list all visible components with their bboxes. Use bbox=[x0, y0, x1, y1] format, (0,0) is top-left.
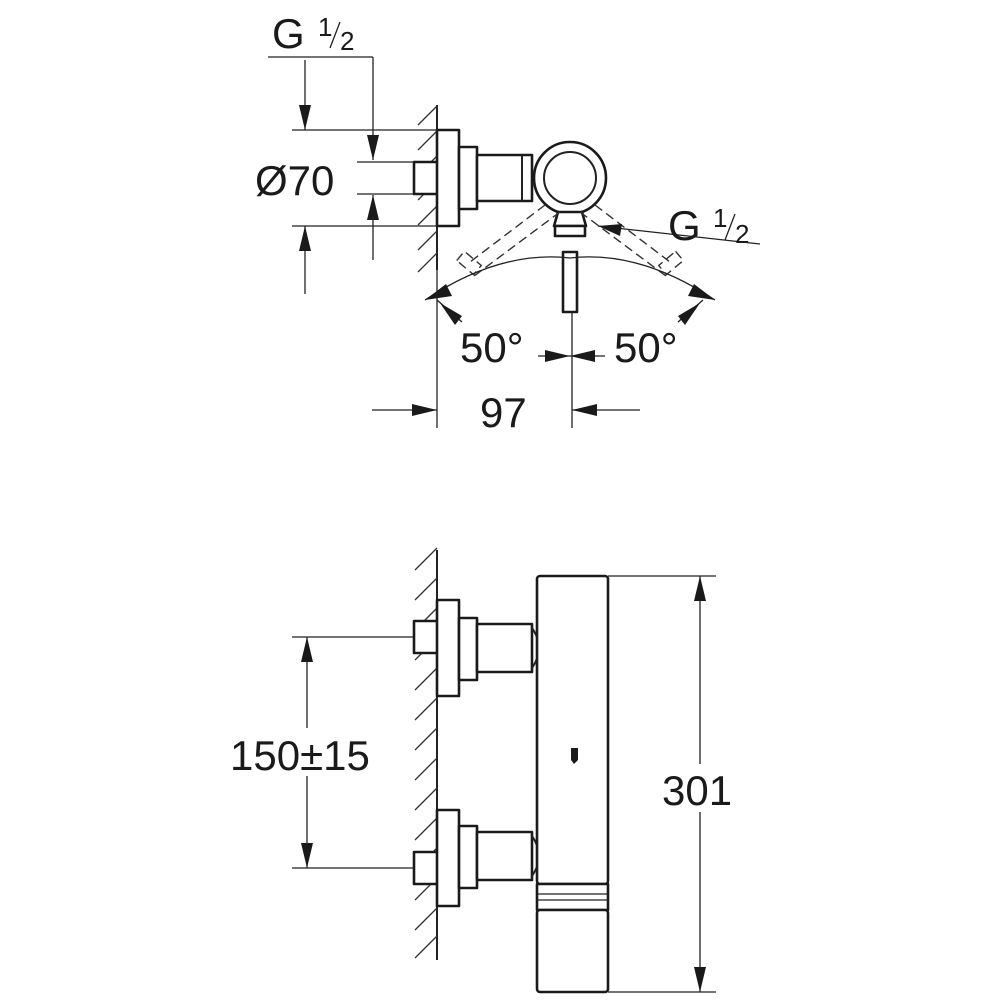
front-view: 150±15 301 bbox=[228, 547, 736, 994]
thread-right-den: 2 bbox=[735, 219, 749, 249]
angle-dimensions: 50° 50° bbox=[424, 256, 716, 371]
depth-label: 97 bbox=[480, 389, 527, 436]
thread-left-dimension: G 1 2 bbox=[268, 10, 414, 260]
height-dimension: 301 bbox=[608, 575, 736, 993]
front-wall bbox=[414, 547, 438, 960]
lower-connection bbox=[412, 808, 540, 908]
top-connector bbox=[475, 153, 534, 203]
top-escutcheon-ring bbox=[457, 145, 479, 211]
depth-dimension: 97 bbox=[372, 270, 640, 436]
diameter-label: Ø70 bbox=[255, 157, 334, 204]
front-mixer-body bbox=[535, 574, 610, 886]
front-mixer-handle bbox=[535, 908, 610, 994]
top-pipe-stub bbox=[412, 160, 440, 196]
thread-right-dimension: G 1 2 bbox=[597, 202, 761, 249]
thread-left-num: 1 bbox=[318, 12, 332, 42]
angle-left-label: 50° bbox=[460, 324, 524, 371]
spacing-dimension: 150±15 bbox=[228, 636, 414, 869]
diameter-dimension: Ø70 bbox=[255, 60, 437, 294]
upper-connection bbox=[412, 598, 540, 698]
front-indicator-mark bbox=[571, 748, 578, 764]
top-view: G 1 2 Ø70 G 1 2 bbox=[255, 10, 761, 436]
thread-left-label: G bbox=[272, 10, 305, 57]
thread-right-label: G bbox=[668, 202, 701, 249]
top-lever bbox=[561, 250, 579, 314]
front-mixer-collar bbox=[535, 882, 610, 912]
angle-right-label: 50° bbox=[614, 324, 678, 371]
thread-left-den: 2 bbox=[340, 26, 354, 56]
thread-right-num: 1 bbox=[713, 203, 727, 233]
top-escutcheon bbox=[435, 128, 461, 228]
spacing-label: 150±15 bbox=[230, 732, 370, 779]
height-label: 301 bbox=[662, 767, 732, 814]
